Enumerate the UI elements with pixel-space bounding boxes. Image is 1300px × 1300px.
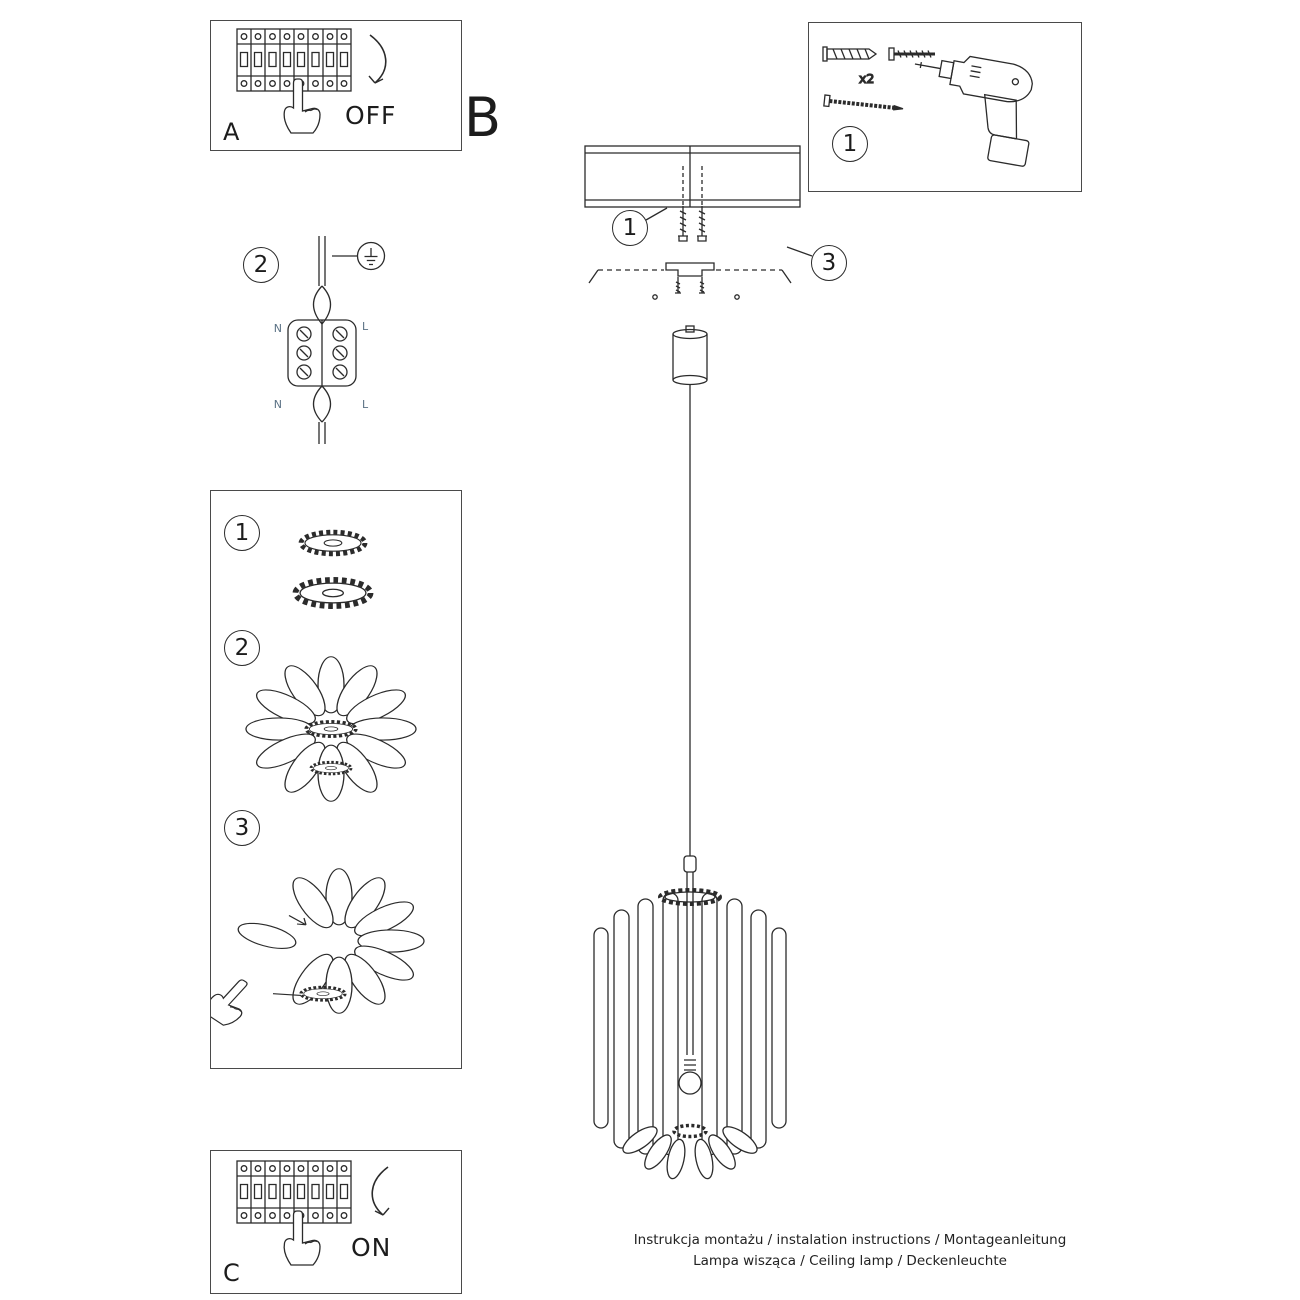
section-letter-c: C (223, 1259, 240, 1287)
footer-line-2: Lampa wisząca / Ceiling lamp / Deckenleu… (693, 1252, 1007, 1269)
shade-assembly-panel: 1 2 3 (210, 490, 462, 1069)
power-on-panel: C ON (210, 1150, 462, 1294)
step-badge-wiring-2: 2 (243, 247, 279, 283)
footer: Instrukcja montażu / instalation instruc… (500, 1230, 1200, 1272)
on-label: ON (351, 1233, 392, 1262)
ceiling-drawing (584, 145, 801, 208)
live-label-top: L (362, 320, 369, 333)
terminal-block-drawing (287, 319, 357, 387)
shade-blades-inserting (211, 868, 425, 1030)
leader-step1 (645, 207, 668, 221)
tools-panel: x2 1 (808, 22, 1082, 192)
pendant-lamp-drawing (593, 855, 787, 1180)
step-badge-tools-1: 1 (832, 126, 868, 162)
mounting-bracket (588, 262, 792, 300)
leader-step3 (786, 246, 813, 257)
tools-illustration: x2 (822, 46, 1033, 167)
wiring-diagram: N L N L (274, 236, 386, 444)
quantity-label: x2 (859, 71, 874, 86)
ground-symbol-icon (356, 241, 386, 271)
drill-icon (914, 55, 1033, 167)
footer-line-1: Instrukcja montażu / instalation instruc… (633, 1232, 1067, 1248)
step-badge-mount-3: 3 (811, 245, 847, 281)
section-letter-b: B (464, 86, 502, 149)
long-screw-icon (823, 94, 904, 111)
section-letter-a: A (223, 118, 240, 146)
neutral-label-top: N (274, 322, 282, 335)
neutral-label-bottom: N (274, 398, 282, 411)
power-off-panel: A OFF (210, 20, 462, 151)
ceiling-screws (678, 166, 707, 242)
screw-icon (888, 47, 935, 61)
step-badge-mount-1: 1 (612, 210, 648, 246)
step-badge-asm-1: 1 (224, 515, 260, 551)
canopy-drawing (672, 325, 708, 386)
off-label: OFF (345, 101, 397, 130)
wall-plug-icon (822, 46, 878, 62)
step-badge-asm-3: 3 (224, 810, 260, 846)
step-badge-asm-2: 2 (224, 630, 260, 666)
live-label-bottom: L (362, 398, 369, 411)
shade-assembly-illustration (211, 491, 425, 1030)
